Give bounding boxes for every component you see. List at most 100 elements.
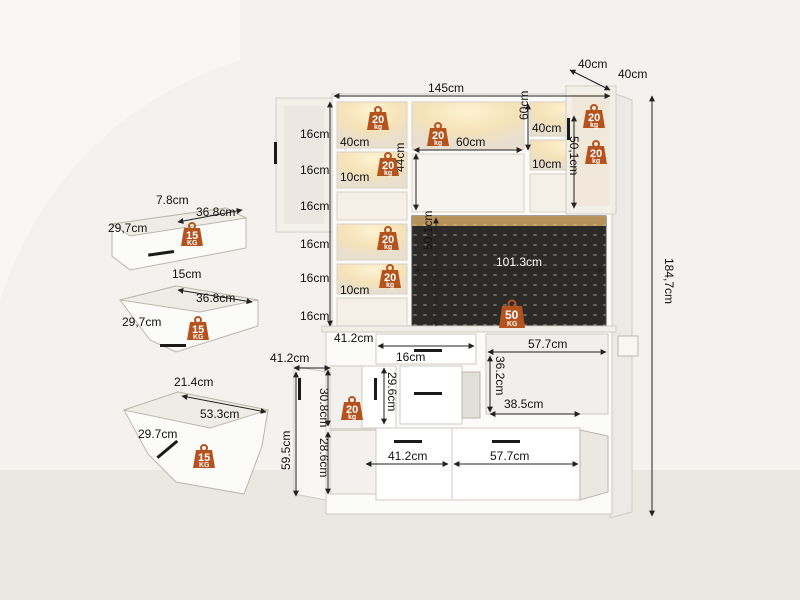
weight-badge-pegboard-unit: KG: [507, 321, 518, 328]
cubby-left-3: [336, 191, 408, 221]
door-shelf: [330, 428, 396, 431]
label-small-shelf-c: 10cm: [340, 283, 369, 297]
weight-badge-door-unit: kg: [348, 414, 356, 421]
label-d2-side: 29,7cm: [122, 315, 161, 329]
power-outlet: [617, 335, 639, 357]
weight-badge-left-lower-1: 20 kg: [377, 226, 399, 251]
cubby-left-6: [336, 297, 408, 327]
weight-badge-detail-1-unit: KG: [187, 240, 198, 247]
weight-badge-detail-3: 15 KG: [193, 444, 215, 469]
weight-badge-top-left-num: 20: [372, 114, 384, 126]
label-row2: 16cm: [300, 163, 329, 177]
label-d1-width: 36.8cm: [196, 205, 235, 219]
weight-badge-top-left-unit: kg: [374, 124, 382, 131]
weight-badge-top-right-2-num: 20: [590, 148, 602, 160]
weight-badge-door: 20 kg: [341, 396, 363, 421]
weight-badge-left-lower-1-unit: kg: [384, 244, 392, 251]
bottom-drawer-right-handle: [492, 440, 520, 443]
label-d3-depth: 21.4cm: [174, 375, 213, 389]
pegboard-light: [412, 216, 606, 226]
label-top-left-shelf: 40cm: [340, 135, 369, 149]
door-handle-right: [567, 118, 570, 140]
weight-badge-detail-2-num: 15: [192, 324, 204, 336]
label-d2-width: 36.8cm: [196, 291, 235, 305]
label-small-shelf-a: 10cm: [340, 170, 369, 184]
middle-drawer-handle: [414, 392, 442, 395]
weight-badge-left-mid: 20 kg: [377, 152, 399, 177]
door-panel-right: [361, 365, 397, 429]
weight-badge-left-lower-2: 20 kg: [379, 264, 401, 289]
weight-badge-detail-3-unit: KG: [199, 462, 210, 469]
label-bottom-right: 57.7cm: [490, 449, 529, 463]
label-row6: 16cm: [300, 309, 329, 323]
weight-badge-left-lower-1-num: 20: [382, 234, 394, 246]
countertop: [321, 325, 617, 333]
weight-badge-top-right-2-unit: kg: [592, 158, 600, 165]
weight-badge-top-center-unit: kg: [434, 140, 442, 147]
detail-drawer-3-handle: [156, 439, 179, 459]
label-depth-side: 40cm: [618, 67, 647, 81]
label-micro-height: 36.2cm: [493, 356, 507, 395]
dim-line-d2-width: [177, 287, 253, 305]
label-micro-depth: 38.5cm: [504, 397, 543, 411]
dim-line-d1-width: [177, 208, 243, 224]
weight-badge-left-lower-2-unit: kg: [386, 282, 394, 289]
label-center-width: 60cm: [456, 135, 485, 149]
dim-line-depth-top: [569, 69, 611, 91]
label-overall-height: 184,7cm: [662, 258, 676, 304]
weight-badge-detail-2: 15 KG: [187, 316, 209, 341]
label-right-top-height: 60cm: [517, 91, 531, 120]
label-small-shelf-b: 10cm: [532, 157, 561, 171]
cubby-left-4: [336, 223, 408, 261]
weight-badge-top-center-num: 20: [432, 130, 444, 142]
label-inner-door: 30.8cm: [317, 388, 331, 427]
dimension-lines: [177, 69, 655, 517]
detail-drawer-1-handle: [147, 250, 175, 257]
label-row3: 16cm: [300, 199, 329, 213]
label-bottom-left: 41.2cm: [388, 449, 427, 463]
label-right-column: 50,1cm: [567, 136, 581, 175]
bottom-drawer-open: [579, 429, 609, 501]
label-d3-width: 53.3cm: [200, 407, 239, 421]
label-d3-side: 29.7cm: [138, 427, 177, 441]
dim-line-d3-width: [181, 394, 267, 414]
weight-badge-top-right-1-num: 20: [588, 112, 600, 124]
weight-badge-top-right-1-unit: kg: [590, 122, 598, 129]
weight-badge-top-right-1: 20 kg: [583, 104, 605, 129]
label-upper-drawer-width: 41.2cm: [334, 331, 373, 345]
label-row4: 16cm: [300, 237, 329, 251]
detail-drawer-2-handle: [160, 344, 186, 347]
weight-badge-top-right-2: 20 kg: [585, 140, 607, 165]
weight-badge-top-left: 20 kg: [367, 106, 389, 131]
weight-badge-detail-3-num: 15: [198, 452, 210, 464]
label-mid-drawer: 29.6cm: [385, 372, 399, 411]
door-panel-handle: [374, 378, 377, 400]
label-overall-width: 145cm: [428, 81, 464, 95]
label-row1: 16cm: [300, 127, 329, 141]
label-row5: 16cm: [300, 271, 329, 285]
weight-badge-top-center: 20 kg: [427, 122, 449, 147]
label-depth-top: 40cm: [578, 57, 607, 71]
cubby-center-mid: [411, 153, 525, 213]
glass-door-left-pane: [284, 106, 324, 224]
open-door-handle: [298, 378, 301, 400]
label-lower-inner: 28.6cm: [317, 438, 331, 477]
weight-badge-detail-1-num: 15: [186, 230, 198, 242]
label-lower-height: 59.5cm: [279, 431, 293, 470]
label-peg-width: 101.3cm: [496, 255, 542, 269]
weight-badge-pegboard: 50 KG: [499, 299, 525, 328]
label-d1-depth: 7.8cm: [156, 193, 189, 207]
weight-badge-left-mid-unit: kg: [384, 170, 392, 177]
weight-badges: 20 kg 20 kg 20 kg 20 kg 20 kg 20 kg: [181, 104, 607, 469]
label-peg-height: 50.1cm: [421, 211, 435, 250]
weight-badge-door-num: 20: [346, 404, 358, 416]
weight-badge-left-lower-2-num: 20: [384, 272, 396, 284]
wall-arch: [0, 0, 240, 300]
upper-drawer-handle: [414, 349, 442, 352]
door-handle-left: [274, 142, 277, 164]
label-d2-depth: 15cm: [172, 267, 201, 281]
label-upper-drawer-height: 16cm: [396, 350, 425, 364]
label-door-width: 41.2cm: [270, 351, 309, 365]
